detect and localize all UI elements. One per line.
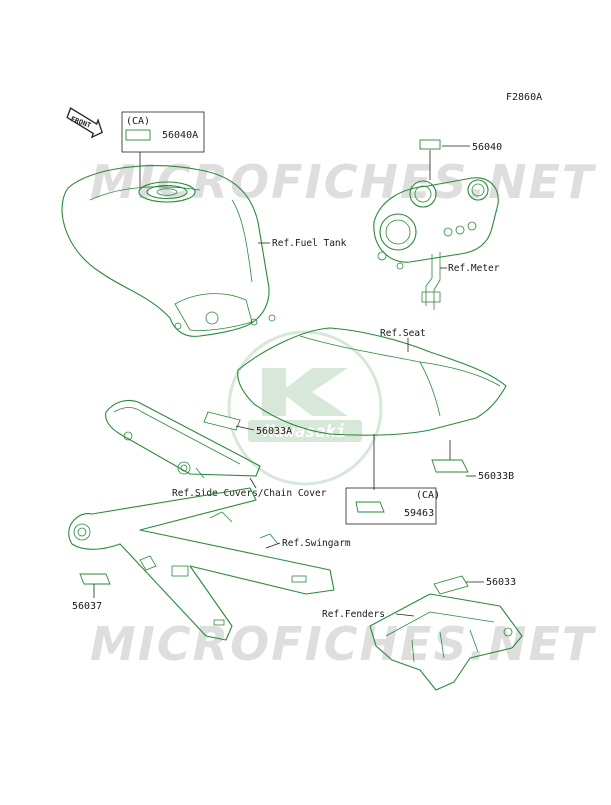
sticker-56033 xyxy=(433,575,469,595)
sticker-56040 xyxy=(419,139,441,150)
swingarm xyxy=(68,487,335,641)
ref-fenders: Ref.Fenders xyxy=(322,609,385,620)
figure-id: F2860A xyxy=(506,92,542,103)
ca-label-2: (CA) xyxy=(416,490,440,501)
sticker-56037 xyxy=(79,573,111,585)
ca-box-59463 xyxy=(345,487,437,525)
part-59463: 59463 xyxy=(404,508,434,519)
rear-fender xyxy=(369,593,523,691)
kawasaki-logo-text: Kawasaki xyxy=(263,422,346,442)
ref-fuel-tank: Ref.Fuel Tank xyxy=(272,238,347,249)
sticker-59463 xyxy=(355,501,385,513)
ca-box-56040A xyxy=(121,111,205,153)
part-56033A: 56033A xyxy=(256,426,292,437)
sticker-56033B xyxy=(431,459,469,473)
part-56040: 56040 xyxy=(472,142,502,153)
ref-seat: Ref.Seat xyxy=(380,328,426,339)
watermark-bottom: MICROFICHES.NET xyxy=(90,617,597,671)
fuel-tank xyxy=(61,165,276,337)
ref-meter: Ref.Meter xyxy=(448,263,500,274)
seat xyxy=(237,327,507,436)
part-56033B: 56033B xyxy=(478,471,514,482)
part-56037: 56037 xyxy=(72,601,102,612)
front-label: FRONT xyxy=(70,115,93,130)
ca-label-1: (CA) xyxy=(126,116,150,127)
part-56033: 56033 xyxy=(486,577,516,588)
ref-swingarm: Ref.Swingarm xyxy=(282,538,351,549)
part-56040A: 56040A xyxy=(162,130,198,141)
chain-cover xyxy=(105,399,261,479)
sticker-56033A xyxy=(203,411,241,431)
kawasaki-logo: Kawasaki xyxy=(227,330,383,486)
ref-side-covers: Ref.Side Covers/Chain Cover xyxy=(172,488,327,499)
front-arrow-icon: FRONT xyxy=(66,107,103,139)
meter xyxy=(373,177,499,310)
sticker-56040A xyxy=(125,129,151,141)
